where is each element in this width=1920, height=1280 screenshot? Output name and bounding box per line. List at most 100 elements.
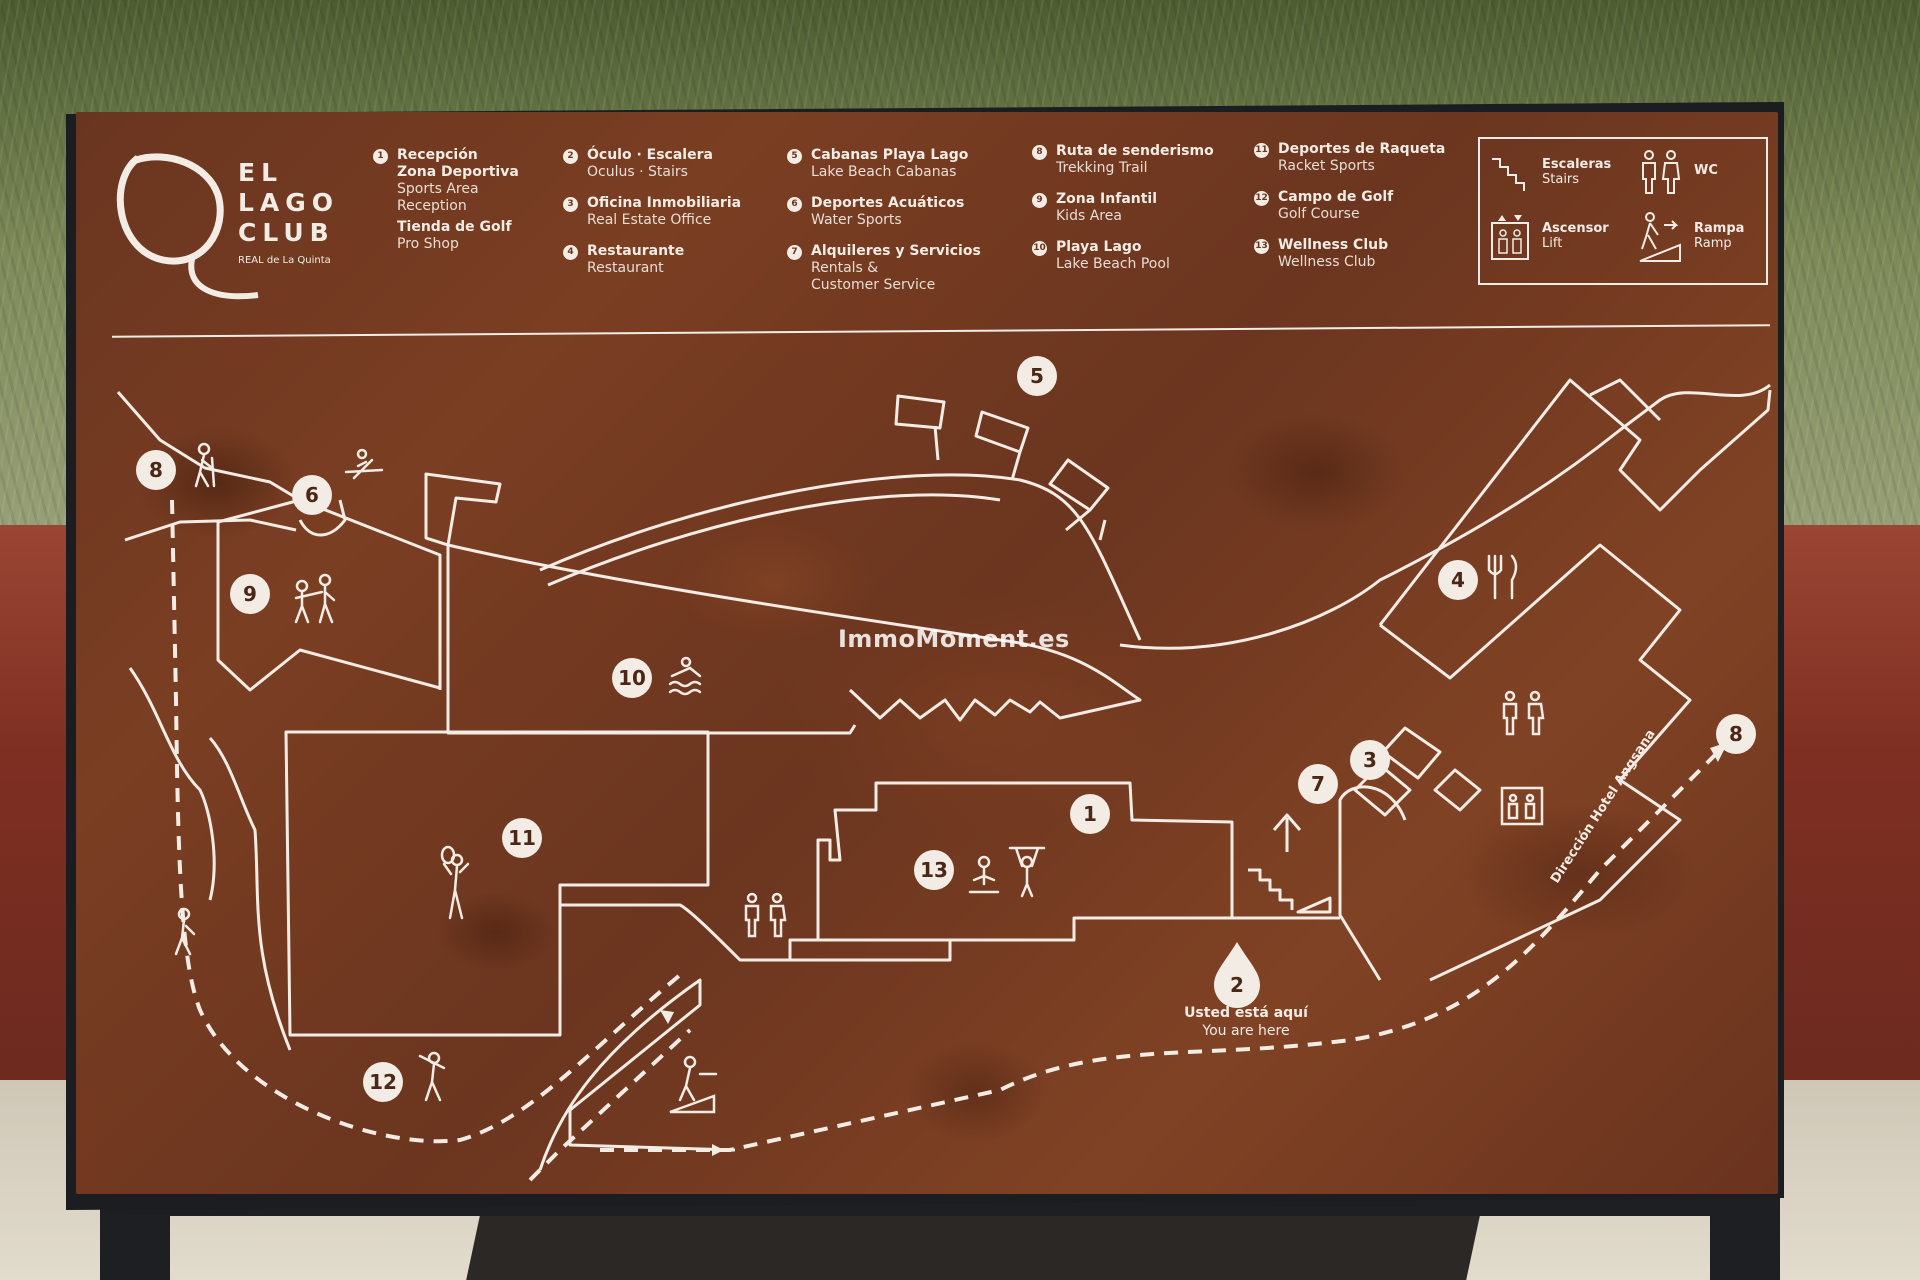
map-marker-number: 6: [305, 483, 319, 507]
map-marker-circle: [136, 450, 176, 490]
key-label-es: Rampa: [1694, 221, 1745, 236]
legend-label-en: Trekking Trail: [1056, 160, 1148, 176]
map-marker-number: 11: [508, 826, 536, 850]
hiker-icon: [174, 907, 196, 956]
map-marker-number: 9: [243, 582, 257, 606]
legend-number: 8: [1032, 145, 1047, 160]
legend-number: 9: [1032, 193, 1047, 208]
legend-column-1: 1 Recepción Zona Deportiva Sports Area R…: [373, 147, 519, 259]
key-stairs: Escaleras Stairs: [1542, 157, 1611, 187]
cabana-stem: [1098, 519, 1107, 541]
wellness-building: [816, 781, 1234, 942]
map-marker-number: 3: [1363, 748, 1377, 772]
kids-icon: [294, 573, 336, 624]
lift-icon: [1500, 786, 1544, 826]
legend-label-en: Real Estate Office: [587, 212, 712, 228]
map-sign-board: [76, 112, 1778, 1194]
legend-label-en: Rentals &: [811, 260, 879, 276]
map-marker-circle: [612, 658, 652, 698]
legend-number: 12: [1254, 191, 1269, 206]
stairs-icon: [1492, 158, 1525, 191]
legend-label-en: Sports Area: [397, 181, 479, 197]
key-label-es: Ascensor: [1542, 221, 1609, 236]
legend-number: 11: [1254, 143, 1269, 158]
small-building: [1353, 763, 1412, 817]
legend-label-en: Reception: [397, 198, 467, 214]
legend-number: 6: [787, 197, 802, 212]
legend-label-es: Zona Infantil: [1056, 191, 1158, 207]
key-label-es: WC: [1694, 163, 1718, 178]
legend-column-5: 11 Deportes de Raqueta Racket Sports 12 …: [1254, 141, 1445, 277]
map-marker-number: 13: [920, 858, 948, 882]
road-line: [124, 518, 297, 542]
kids-area-outline: [217, 498, 442, 690]
legend-item-8: 8 Ruta de senderismo Trekking Trail: [1032, 143, 1214, 177]
map-marker-number: 7: [1311, 772, 1325, 796]
lake-path: [547, 493, 1001, 587]
ramp-icon: [1296, 896, 1332, 914]
legend-column-2: 2 Óculo · Escalera Oculus · Stairs 3 Ofi…: [563, 147, 741, 283]
key-wc: WC: [1694, 163, 1718, 178]
lift-icon: [1491, 215, 1529, 260]
legend-item-12: 12 Campo de Golf Golf Course: [1254, 189, 1445, 223]
legend-label-es: Alquileres y Servicios: [811, 243, 981, 259]
facilities-key: Escaleras Stairs WC Ascensor Lift Rampa …: [1478, 137, 1768, 285]
legend-number: 13: [1254, 239, 1269, 254]
legend-label-en: Wellness Club: [1278, 254, 1376, 270]
trail-arrow-icon: [712, 1144, 724, 1156]
tennis-player-icon: [440, 845, 470, 920]
map-marker-number: 8: [1729, 722, 1743, 746]
key-label-en: Lift: [1542, 236, 1563, 251]
map-marker-circle: [1070, 794, 1110, 834]
map-marker-circle: [1298, 764, 1338, 804]
legend-number: 10: [1032, 241, 1047, 256]
walkway: [560, 903, 790, 962]
legend-number: 3: [563, 197, 578, 212]
weightlifter-icon: [1008, 846, 1046, 898]
map-marker-circle: [1350, 740, 1390, 780]
swimmer-icon: [668, 656, 702, 696]
key-ramp: Rampa Ramp: [1694, 221, 1744, 251]
wc-icon: [1502, 690, 1545, 736]
map-marker-number: 4: [1451, 568, 1465, 592]
legend-label-es: Zona Deportiva: [397, 164, 519, 180]
you-are-here-pin-icon: [1214, 942, 1260, 1008]
wc-icon: [744, 892, 787, 938]
hiker-icon: [194, 442, 216, 488]
legend-number: 2: [563, 149, 578, 164]
el-lago-logo-icon: [116, 153, 259, 300]
water-sports-area: [298, 499, 347, 537]
small-building: [1433, 768, 1482, 812]
lake-beach-outline: [447, 543, 1142, 722]
cabana-2: [974, 410, 1030, 481]
legend-number: 7: [787, 245, 802, 260]
legend-item-11: 11 Deportes de Raqueta Racket Sports: [1254, 141, 1445, 175]
map-marker-number: 1: [1083, 802, 1097, 826]
lake-path: [539, 473, 1142, 641]
watermark: ImmoMoment.es: [838, 625, 1070, 653]
map-marker-circle: [1716, 714, 1756, 754]
legend-number: 4: [563, 245, 578, 260]
legend-label-es: Tienda de Golf: [397, 219, 512, 235]
wc-icon: [1642, 150, 1681, 194]
map-marker-number: 10: [618, 666, 646, 690]
map-marker-circle: [914, 850, 954, 890]
map-marker-circle: [363, 1062, 403, 1102]
legend-label-es: Ruta de senderismo: [1056, 143, 1214, 159]
restaurant-icon: [1487, 554, 1518, 600]
you-are-here-label-en: You are here: [1202, 1023, 1290, 1039]
restaurant-outline: [1589, 378, 1662, 422]
map-marker-number: 5: [1030, 364, 1044, 388]
legend-label-en: Lake Beach Pool: [1056, 256, 1170, 272]
legend-label-en: Restaurant: [587, 260, 664, 276]
legend-item-2: 2 Óculo · Escalera Oculus · Stairs: [563, 147, 741, 181]
legend-label-es: Recepción: [397, 147, 478, 163]
legend-label-es: Restaurante: [587, 243, 685, 259]
map-marker-circle: [292, 475, 332, 515]
legend-item-10: 10 Playa Lago Lake Beach Pool: [1032, 239, 1214, 273]
logo-subtitle: REAL de La Quinta: [238, 255, 331, 266]
trail-edge: [128, 667, 216, 901]
small-building: [1381, 726, 1442, 780]
